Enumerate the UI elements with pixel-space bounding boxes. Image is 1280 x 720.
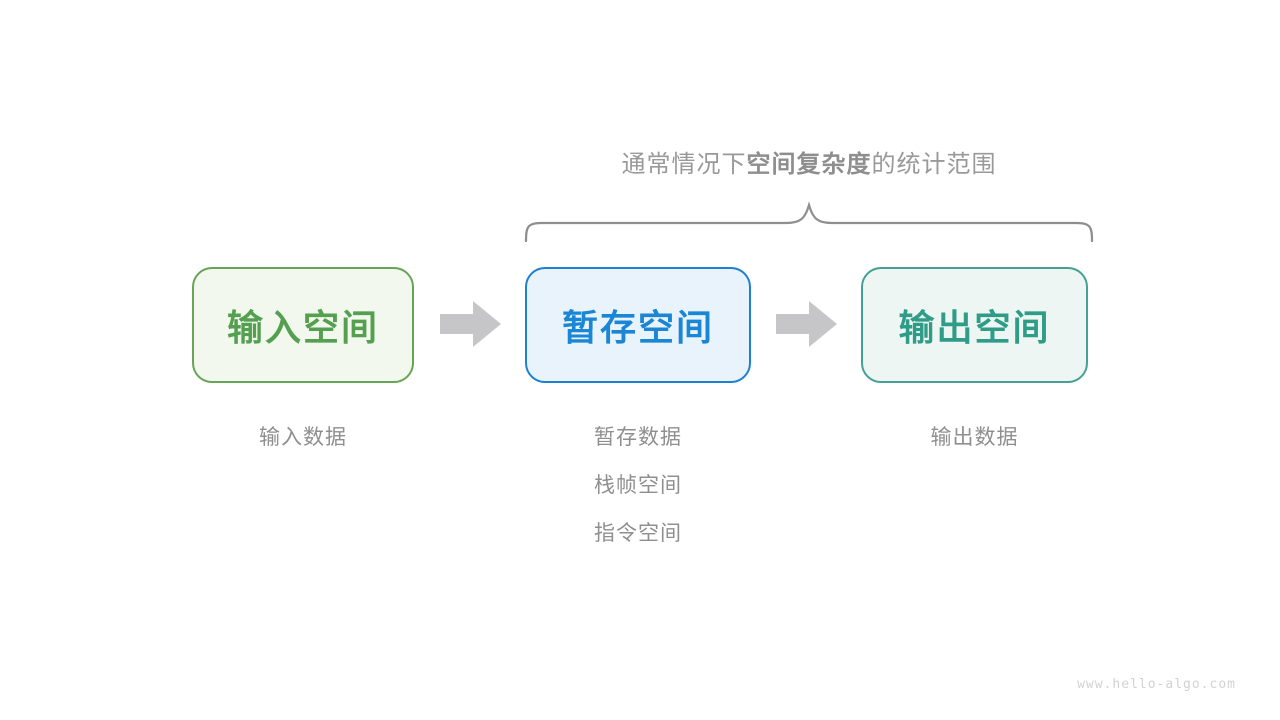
temporary-space-notes: 暂存数据 栈帧空间 指令空间	[525, 414, 751, 558]
arrow-right-shape	[776, 301, 837, 347]
input-space-box: 输入空间	[192, 267, 414, 383]
note-item: 暂存数据	[594, 426, 682, 449]
output-space-box: 输出空间	[861, 267, 1088, 383]
input-space-notes: 输入数据	[192, 414, 414, 462]
arrow-right-shape	[440, 301, 501, 347]
arrow-right-icon	[440, 301, 501, 347]
scope-title: 通常情况下空间复杂度的统计范围	[524, 144, 1094, 179]
temporary-space-box: 暂存空间	[525, 267, 751, 383]
note-item: 指令空间	[594, 522, 682, 545]
scope-title-prefix: 通常情况下	[621, 151, 747, 178]
note-item: 输出数据	[930, 426, 1019, 449]
watermark: www.hello-algo.com	[1077, 677, 1236, 692]
curly-brace-icon	[524, 202, 1094, 242]
note-item: 栈帧空间	[594, 474, 682, 497]
note-item: 输入数据	[259, 426, 347, 449]
scope-title-bold: 空间复杂度	[746, 151, 872, 178]
arrow-right-icon	[776, 301, 837, 347]
scope-title-suffix: 的统计范围	[871, 151, 997, 178]
output-space-notes: 输出数据	[861, 414, 1088, 462]
curly-brace-path	[524, 202, 1094, 242]
